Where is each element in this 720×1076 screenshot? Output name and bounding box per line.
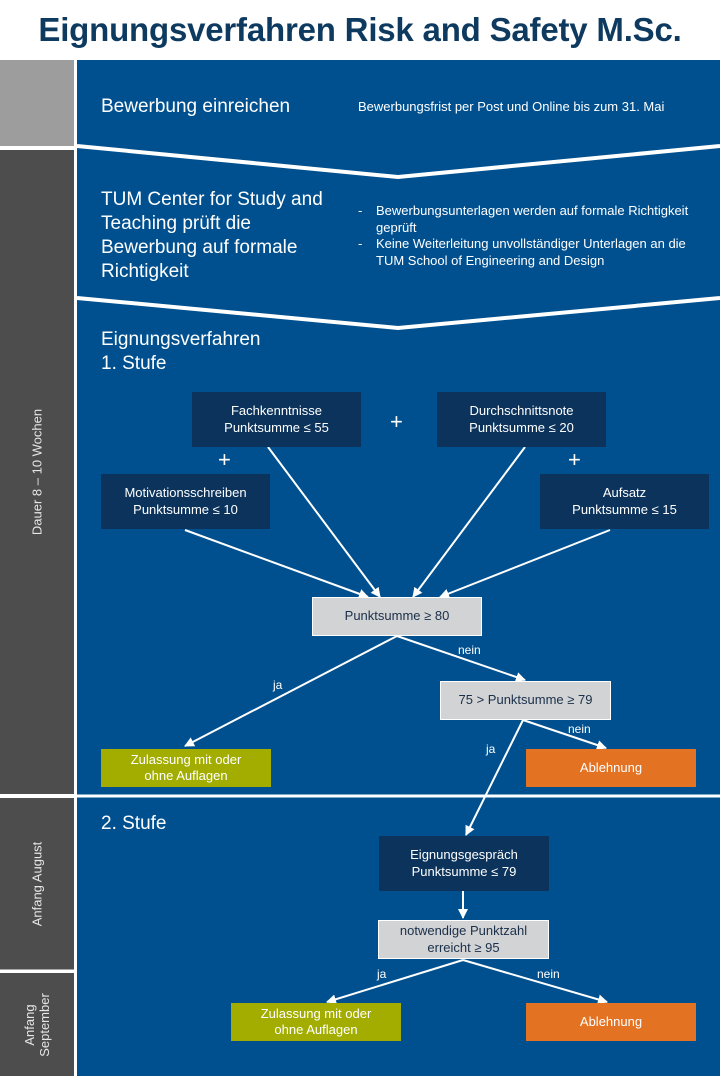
plus-icon: + (218, 447, 231, 472)
stage1-heading: Eignungsverfahren 1. Stufe (101, 329, 261, 374)
step-submit-note: Bewerbungsfrist per Post und Online bis … (358, 99, 665, 114)
page-title: Eignungsverfahren Risk and Safety M.Sc. (38, 11, 682, 48)
step-submit-heading: Bewerbung einreichen (101, 96, 291, 117)
plus-icon: + (568, 447, 581, 472)
sidebar-phase-september: Anfang September (0, 973, 74, 1076)
label-yes: ja (377, 967, 387, 981)
step-formal-check-bullets: Bewerbungsunterlagen werden auf formale … (358, 203, 698, 269)
sidebar-phase-submission (0, 60, 74, 146)
sidebar-phase-august: Anfang August (0, 798, 74, 970)
label-no: nein (568, 722, 591, 736)
phase-label-august: Anfang August (29, 841, 45, 927)
bullet-item: Keine Weiterleitung unvollständiger Unte… (358, 236, 698, 269)
phase-label-duration: Dauer 8 – 10 Wochen (29, 408, 45, 536)
phase-label-september: Anfang September (22, 992, 52, 1057)
outcome-reject-stage2: Ablehnung (526, 1003, 696, 1041)
decision-sum-80: Punktsumme ≥ 80 (312, 597, 482, 636)
label-yes: ja (273, 678, 283, 692)
outcome-reject-stage1: Ablehnung (526, 749, 696, 787)
bullet-item: Bewerbungsunterlagen werden auf formale … (358, 203, 698, 236)
plus-icon: + (390, 409, 403, 434)
step-formal-check-heading: TUM Center for Study and Teaching prüft … (101, 189, 323, 282)
decision-sum-range: 75 > Punktsumme ≥ 79 (440, 681, 611, 720)
stage2-heading: 2. Stufe (101, 813, 167, 834)
label-yes: ja (486, 742, 496, 756)
label-no: nein (458, 643, 481, 657)
sidebar-phase-duration: Dauer 8 – 10 Wochen (0, 150, 74, 794)
label-no: nein (537, 967, 560, 981)
